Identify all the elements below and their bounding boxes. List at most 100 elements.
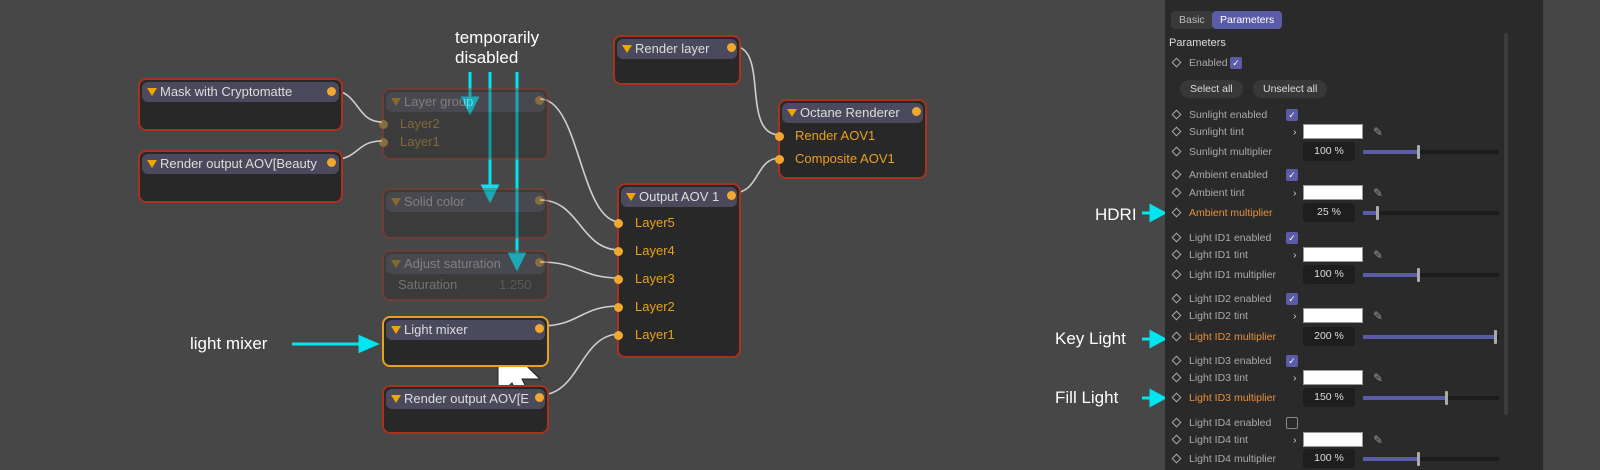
output-port[interactable]: [535, 324, 544, 333]
eyedropper-icon[interactable]: ✎: [1373, 371, 1384, 385]
enabled-checkbox[interactable]: ✓: [1230, 57, 1242, 69]
node-render-layer[interactable]: Render layer: [613, 35, 741, 85]
multiplier-value-field[interactable]: 100 %: [1303, 449, 1355, 468]
multiplier-slider[interactable]: [1363, 452, 1499, 466]
keyframe-icon[interactable]: [1171, 392, 1182, 403]
multiplier-slider[interactable]: [1363, 206, 1499, 220]
keyframe-icon[interactable]: [1171, 169, 1182, 180]
keyframe-icon[interactable]: [1171, 331, 1182, 342]
input-port[interactable]: [775, 132, 784, 141]
multiplier-value-field[interactable]: 200 %: [1303, 327, 1355, 346]
param-checkbox[interactable]: [1286, 417, 1298, 429]
output-port[interactable]: [535, 393, 544, 402]
keyframe-icon[interactable]: [1171, 293, 1182, 304]
multiplier-value-field[interactable]: 25 %: [1303, 203, 1355, 222]
color-swatch[interactable]: [1303, 370, 1363, 385]
input-port[interactable]: [614, 247, 623, 256]
slider-thumb[interactable]: [1375, 206, 1379, 220]
saturation-value[interactable]: 1.250: [499, 277, 532, 292]
slider-thumb[interactable]: [1416, 145, 1420, 159]
color-swatch[interactable]: [1303, 124, 1363, 139]
output-port[interactable]: [912, 107, 921, 116]
param-label: Ambient tint: [1189, 187, 1245, 199]
keyframe-icon[interactable]: [1171, 453, 1182, 464]
node-octane-renderer[interactable]: Octane Renderer Render AOV1 Composite AO…: [775, 99, 927, 179]
chevron-right-icon[interactable]: ›: [1293, 249, 1297, 261]
output-port[interactable]: [727, 43, 736, 52]
node-graph-canvas[interactable]: Mask with Cryptomatte Render output AOV[…: [0, 0, 1165, 470]
slider-thumb[interactable]: [1416, 268, 1420, 282]
slider-thumb[interactable]: [1494, 330, 1498, 344]
color-swatch[interactable]: [1303, 247, 1363, 262]
unselect-all-button[interactable]: Unselect all: [1253, 80, 1328, 98]
keyframe-icon[interactable]: [1171, 232, 1182, 243]
color-swatch[interactable]: [1303, 308, 1363, 323]
keyframe-icon[interactable]: [1171, 372, 1182, 383]
node-solid-color[interactable]: Solid color: [382, 188, 549, 239]
chevron-right-icon[interactable]: ›: [1293, 434, 1297, 446]
node-mask-cryptomatte[interactable]: Mask with Cryptomatte: [138, 78, 343, 131]
slider-thumb[interactable]: [1445, 391, 1449, 405]
multiplier-value-field[interactable]: 150 %: [1303, 388, 1355, 407]
keyframe-icon[interactable]: [1171, 57, 1182, 68]
param-checkbox[interactable]: ✓: [1286, 355, 1298, 367]
output-port[interactable]: [535, 258, 544, 267]
eyedropper-icon[interactable]: ✎: [1373, 309, 1384, 323]
chevron-right-icon[interactable]: ›: [1293, 310, 1297, 322]
multiplier-value-field[interactable]: 100 %: [1303, 142, 1355, 161]
chevron-right-icon[interactable]: ›: [1293, 372, 1297, 384]
eyedropper-icon[interactable]: ✎: [1373, 433, 1384, 447]
scrollbar[interactable]: [1504, 33, 1508, 415]
multiplier-slider[interactable]: [1363, 391, 1499, 405]
chevron-right-icon[interactable]: ›: [1293, 187, 1297, 199]
input-port[interactable]: [379, 138, 388, 147]
node-light-mixer[interactable]: Light mixer: [382, 316, 549, 367]
param-checkbox[interactable]: ✓: [1286, 232, 1298, 244]
keyframe-icon[interactable]: [1171, 187, 1182, 198]
eyedropper-icon[interactable]: ✎: [1373, 125, 1384, 139]
param-checkbox[interactable]: ✓: [1286, 109, 1298, 121]
input-port[interactable]: [614, 303, 623, 312]
input-port[interactable]: [614, 275, 623, 284]
node-render-output-aov[interactable]: Render output AOV[E: [382, 385, 549, 434]
output-port[interactable]: [327, 87, 336, 96]
input-port[interactable]: [379, 120, 388, 129]
multiplier-slider[interactable]: [1363, 330, 1499, 344]
tab-parameters[interactable]: Parameters: [1212, 11, 1283, 29]
keyframe-icon[interactable]: [1171, 126, 1182, 137]
node-layer-group[interactable]: Layer group Layer2 Layer1: [379, 88, 549, 160]
slider-thumb[interactable]: [1416, 452, 1420, 466]
tab-basic[interactable]: Basic: [1171, 11, 1213, 29]
input-port[interactable]: [614, 331, 623, 340]
node-render-output-beauty[interactable]: Render output AOV[Beauty: [138, 150, 343, 203]
output-port[interactable]: [535, 196, 544, 205]
output-port[interactable]: [727, 191, 736, 200]
output-port[interactable]: [535, 96, 544, 105]
output-port[interactable]: [327, 158, 336, 167]
keyframe-icon[interactable]: [1171, 269, 1182, 280]
keyframe-icon[interactable]: [1171, 207, 1182, 218]
color-swatch[interactable]: [1303, 185, 1363, 200]
node-output-aov[interactable]: Output AOV 1 Layer5 Layer4 Layer3 Layer2…: [614, 183, 741, 358]
color-swatch[interactable]: [1303, 432, 1363, 447]
keyframe-icon[interactable]: [1171, 417, 1182, 428]
input-port[interactable]: [775, 155, 784, 164]
input-port[interactable]: [614, 219, 623, 228]
multiplier-slider[interactable]: [1363, 268, 1499, 282]
keyframe-icon[interactable]: [1171, 249, 1182, 260]
multiplier-slider[interactable]: [1363, 145, 1499, 159]
eyedropper-icon[interactable]: ✎: [1373, 248, 1384, 262]
keyframe-icon[interactable]: [1171, 434, 1182, 445]
param-checkbox[interactable]: ✓: [1286, 293, 1298, 305]
select-all-button[interactable]: Select all: [1180, 80, 1243, 98]
eyedropper-icon[interactable]: ✎: [1373, 186, 1384, 200]
arrow-head: [480, 184, 500, 204]
keyframe-icon[interactable]: [1171, 355, 1182, 366]
param-checkbox[interactable]: ✓: [1286, 169, 1298, 181]
node-adjust-saturation[interactable]: Adjust saturation Saturation 1.250: [382, 250, 549, 301]
multiplier-value-field[interactable]: 100 %: [1303, 265, 1355, 284]
keyframe-icon[interactable]: [1171, 310, 1182, 321]
keyframe-icon[interactable]: [1171, 146, 1182, 157]
keyframe-icon[interactable]: [1171, 109, 1182, 120]
chevron-right-icon[interactable]: ›: [1293, 126, 1297, 138]
